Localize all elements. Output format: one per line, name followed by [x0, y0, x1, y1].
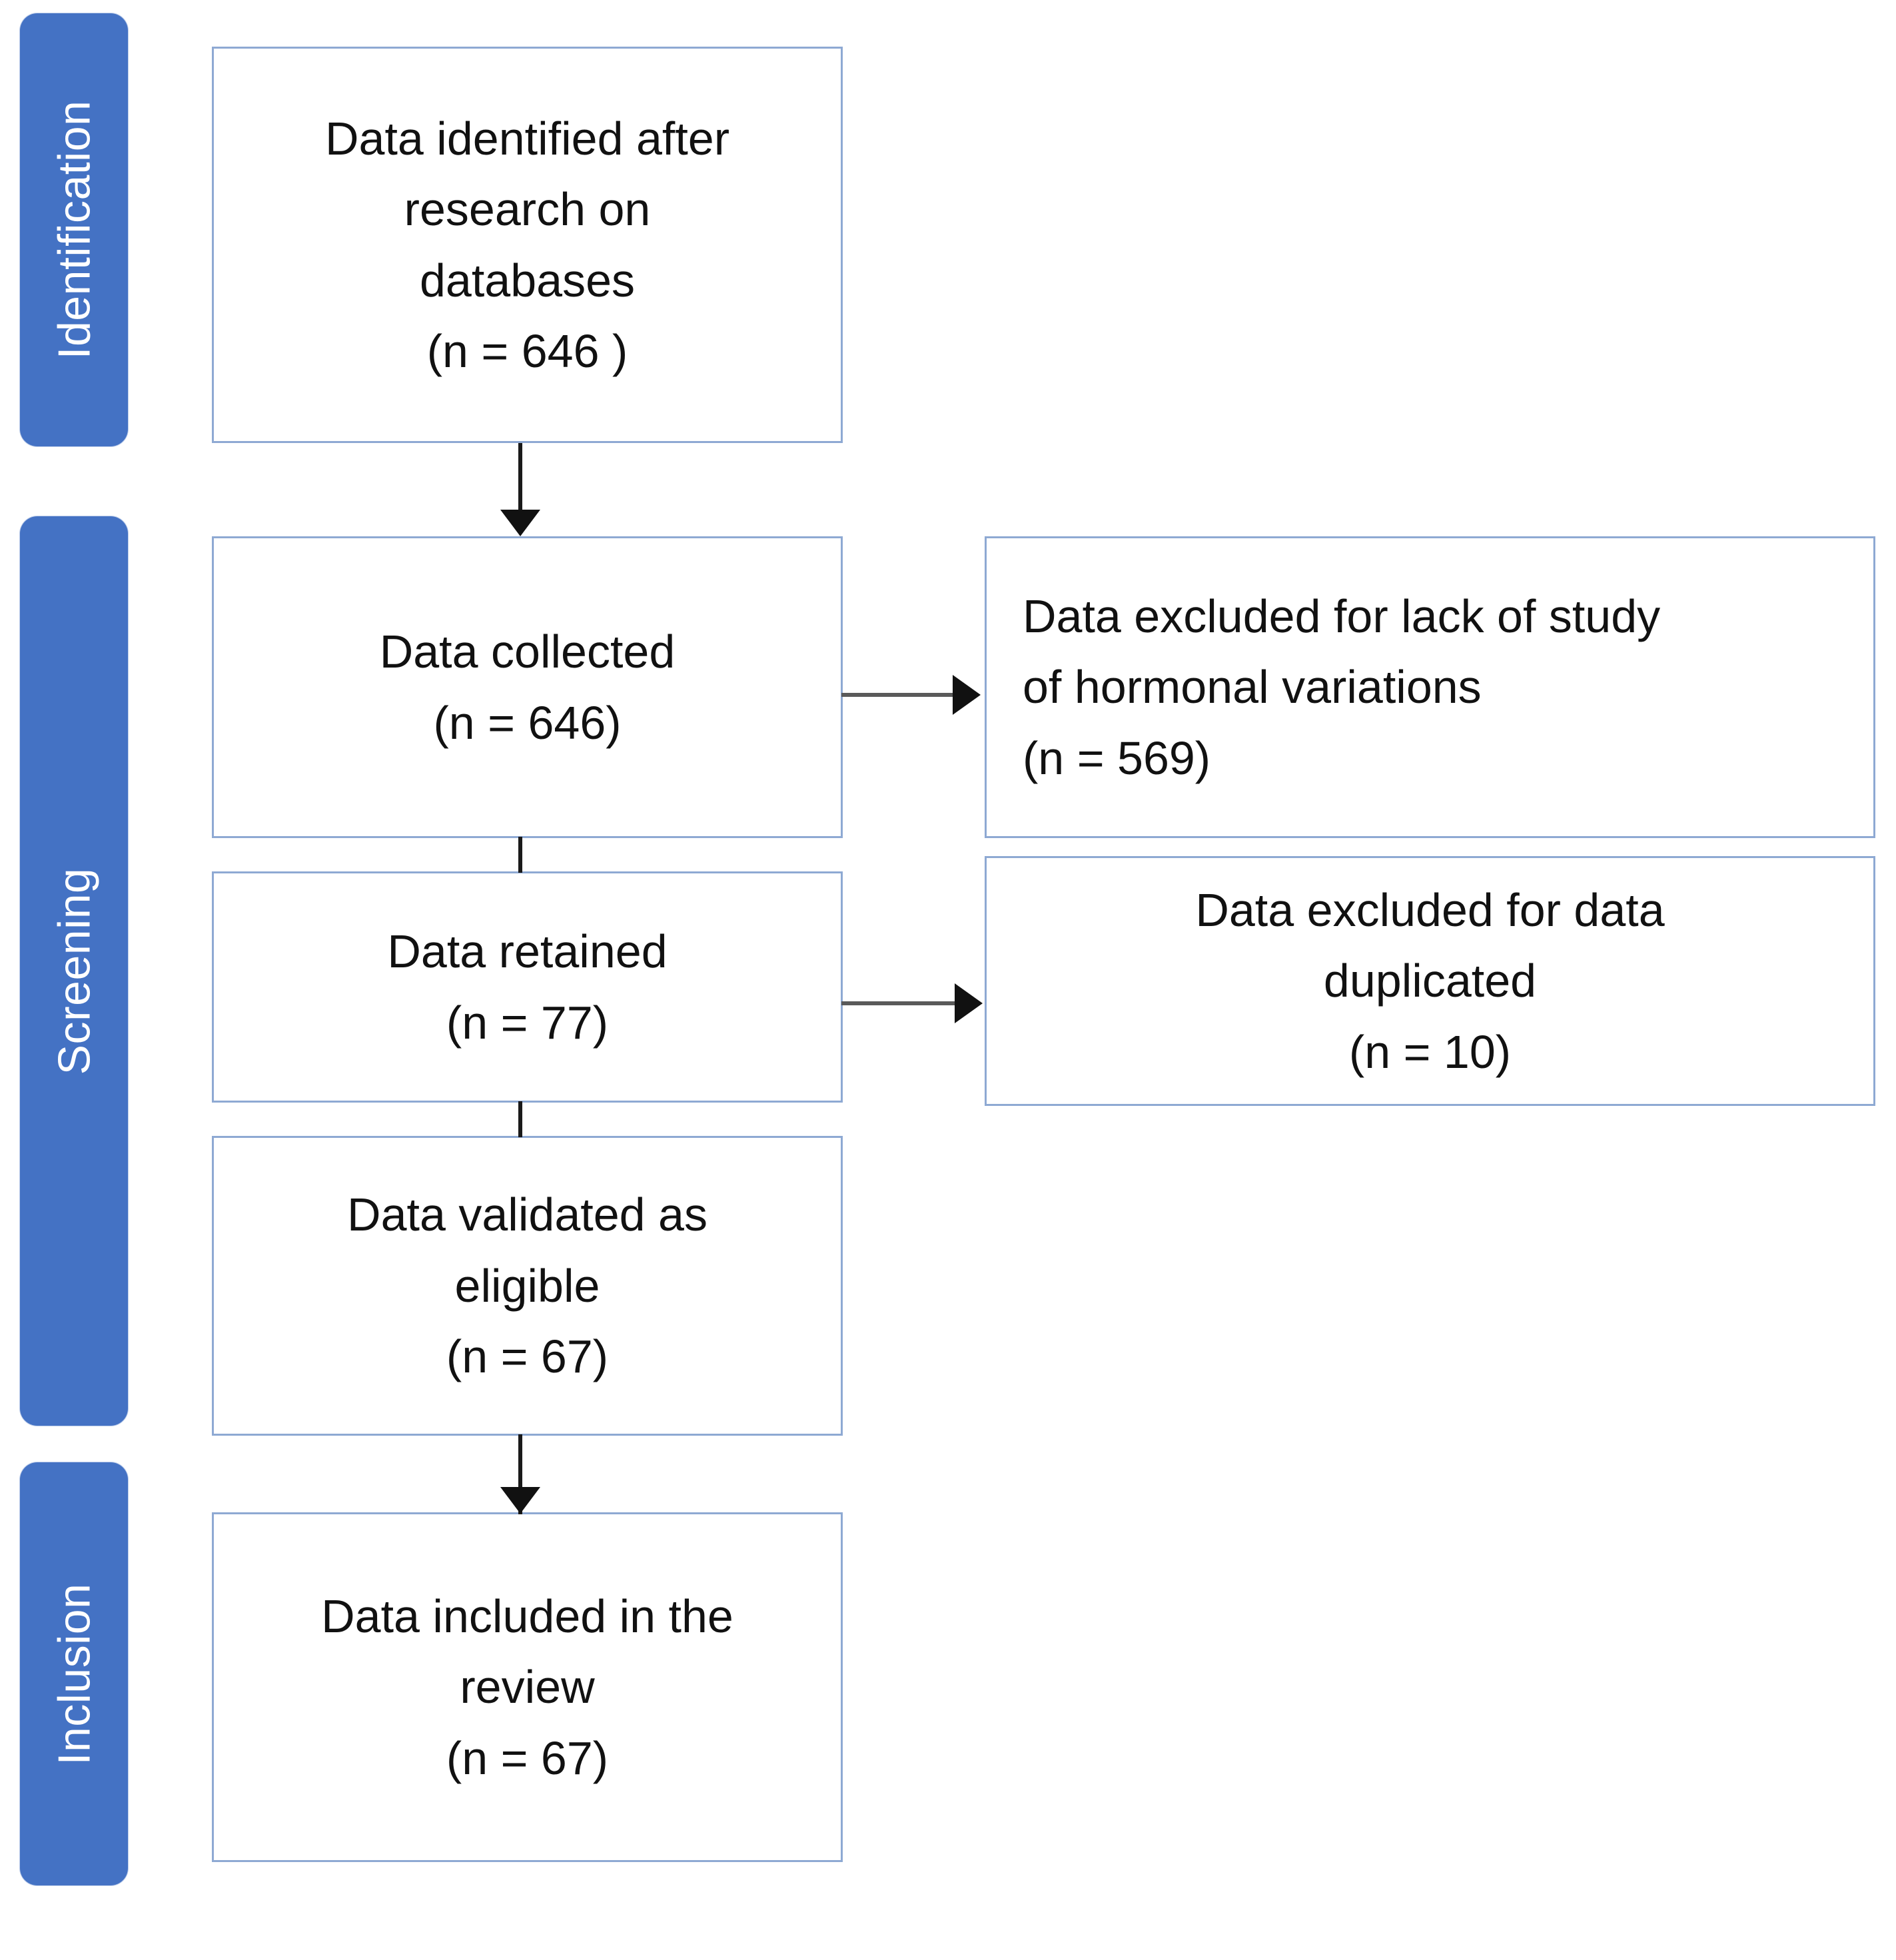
box-data-included-text: Data included in the review (n = 67) — [321, 1590, 733, 1784]
box-data-excluded-duplicated-text: Data excluded for data duplicated (n = 1… — [1195, 883, 1665, 1078]
box-data-validated: Data validated as eligible (n = 67) — [212, 1136, 843, 1436]
box-data-identified: Data identified after research on databa… — [212, 47, 843, 443]
connector-retained-to-excluded-duplicated-arrow — [955, 983, 983, 1023]
box-data-identified-text: Data identified after research on databa… — [324, 112, 730, 377]
connector-identified-to-collected-line — [518, 443, 522, 515]
connector-validated-to-included-line — [518, 1434, 522, 1514]
stage-label-identification: Identification — [49, 100, 99, 360]
connector-collected-to-excluded-hormonal-line — [841, 693, 956, 697]
box-data-excluded-hormonal: Data excluded for lack of study of hormo… — [985, 536, 1875, 838]
box-data-excluded-duplicated: Data excluded for data duplicated (n = 1… — [985, 856, 1875, 1106]
box-data-collected: Data collected (n = 646) — [212, 536, 843, 838]
box-data-included: Data included in the review (n = 67) — [212, 1512, 843, 1862]
stage-bar-screening: Screening — [20, 516, 128, 1426]
connector-identified-to-collected-arrow — [500, 510, 540, 536]
box-data-retained: Data retained (n = 77) — [212, 871, 843, 1103]
connector-validated-to-included-arrow — [500, 1487, 540, 1514]
box-data-validated-text: Data validated as eligible (n = 67) — [347, 1189, 708, 1383]
stage-bar-inclusion: Inclusion — [20, 1462, 128, 1885]
stage-label-screening: Screening — [49, 867, 100, 1075]
connector-collected-to-retained-line — [518, 837, 522, 873]
connector-retained-to-validated-line — [518, 1101, 522, 1137]
stage-label-inclusion: Inclusion — [49, 1583, 100, 1765]
connector-collected-to-excluded-hormonal-arrow — [953, 675, 981, 715]
connector-retained-to-excluded-duplicated-line — [841, 1001, 958, 1005]
box-data-collected-text: Data collected (n = 646) — [379, 626, 676, 749]
box-data-retained-text: Data retained (n = 77) — [387, 925, 668, 1049]
box-data-excluded-hormonal-text: Data excluded for lack of study of hormo… — [1023, 590, 1661, 784]
stage-bar-identification: Identification — [20, 13, 128, 446]
